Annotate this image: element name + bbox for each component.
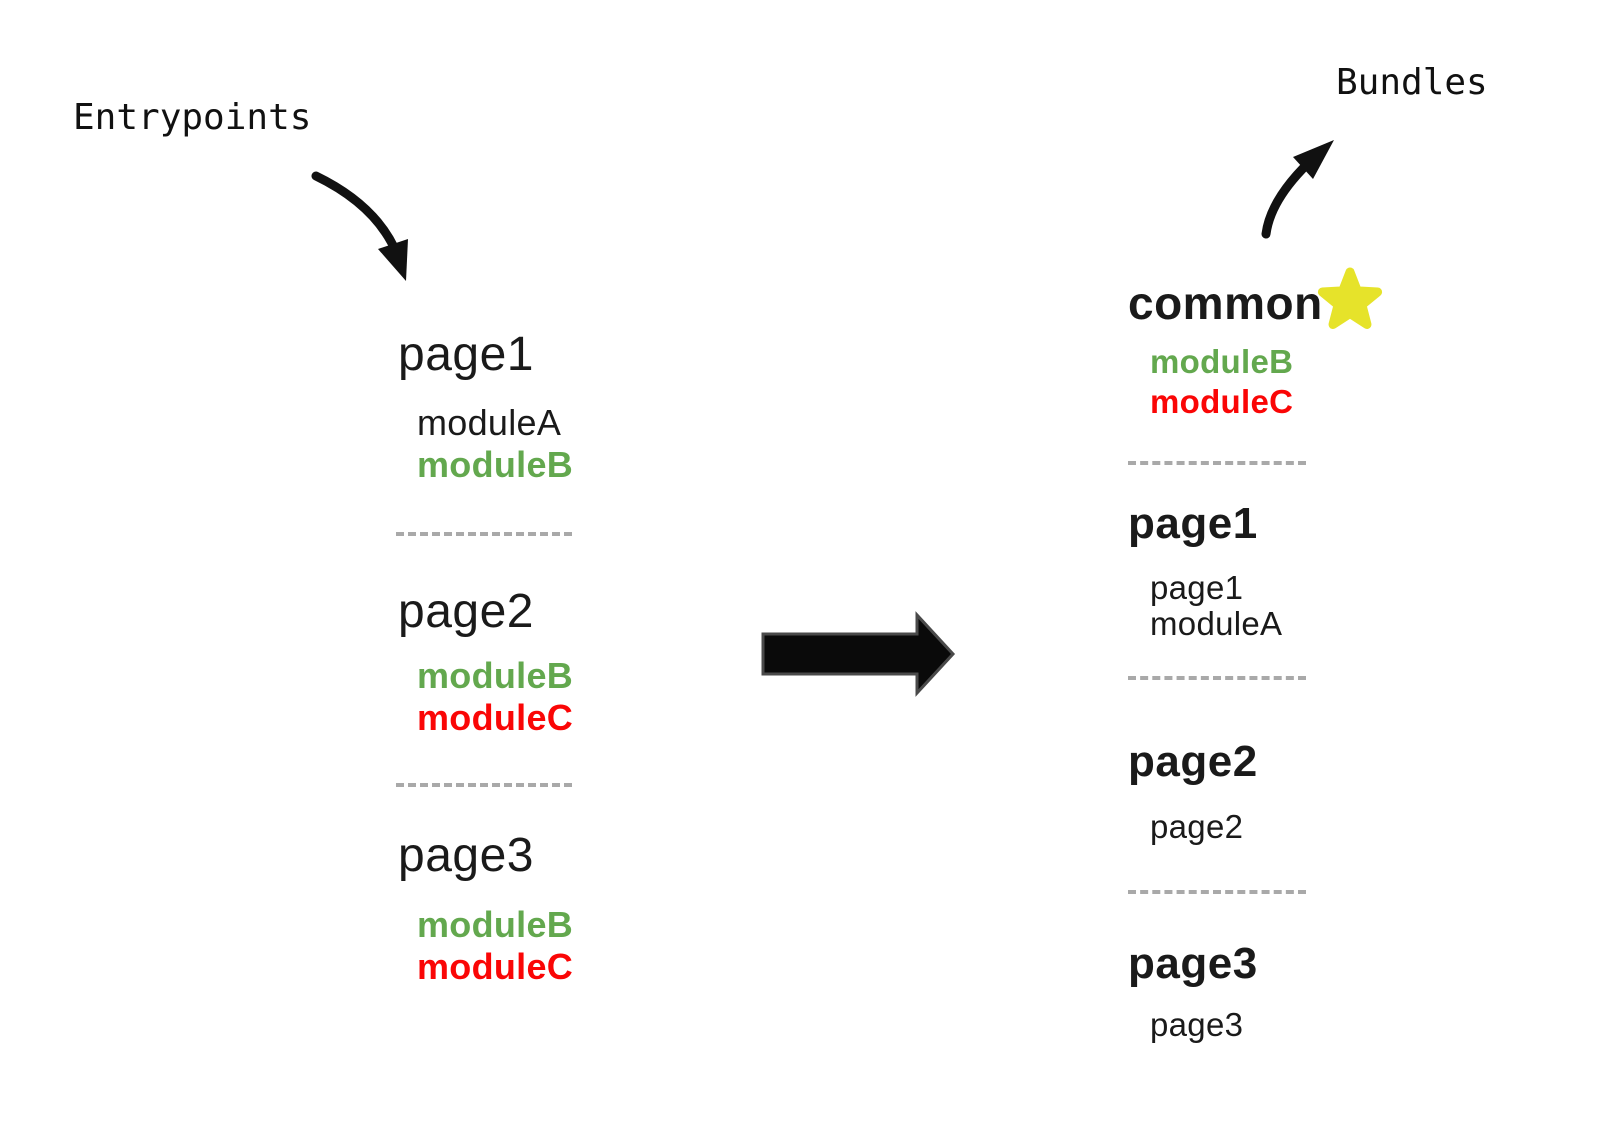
bundle-page1-chunk: page1 xyxy=(1150,569,1244,606)
entry-page2-module-b: moduleB xyxy=(417,655,574,696)
entry-page2-module-c: moduleC xyxy=(417,697,574,738)
entry-page3-module-c: moduleC xyxy=(417,946,574,987)
bundle-page3-chunk: page3 xyxy=(1150,1006,1244,1043)
entry-page1-title: page1 xyxy=(398,328,534,381)
bundle-page2-title: page2 xyxy=(1128,737,1258,786)
bundle-page1-module-a: moduleA xyxy=(1150,605,1283,642)
divider-dashed xyxy=(1128,890,1306,894)
entry-page3-title: page3 xyxy=(398,829,534,882)
transform-arrow-icon xyxy=(761,611,956,697)
bundle-common-module-b: moduleB xyxy=(1150,343,1294,380)
bundle-common-module-c: moduleC xyxy=(1150,383,1294,420)
bundle-page3-title: page3 xyxy=(1128,939,1258,988)
bundle-page2-chunk: page2 xyxy=(1150,808,1244,845)
star-icon xyxy=(1317,267,1383,329)
bundles-label: Bundles xyxy=(1336,62,1488,103)
divider-dashed xyxy=(1128,461,1306,465)
divider-dashed xyxy=(396,783,572,787)
divider-dashed xyxy=(1128,676,1306,680)
entry-page1-module-b: moduleB xyxy=(417,444,574,485)
divider-dashed xyxy=(396,532,572,536)
entry-page1-module-a: moduleA xyxy=(417,402,562,443)
entry-arrow-icon xyxy=(311,171,408,281)
entry-page2-title: page2 xyxy=(398,585,534,638)
entrypoints-label: Entrypoints xyxy=(73,97,312,138)
bundle-common-title: common xyxy=(1128,277,1323,329)
entry-page3-module-b: moduleB xyxy=(417,904,574,945)
bundles-arrow-icon xyxy=(1261,140,1334,239)
bundle-page1-title: page1 xyxy=(1128,499,1258,548)
